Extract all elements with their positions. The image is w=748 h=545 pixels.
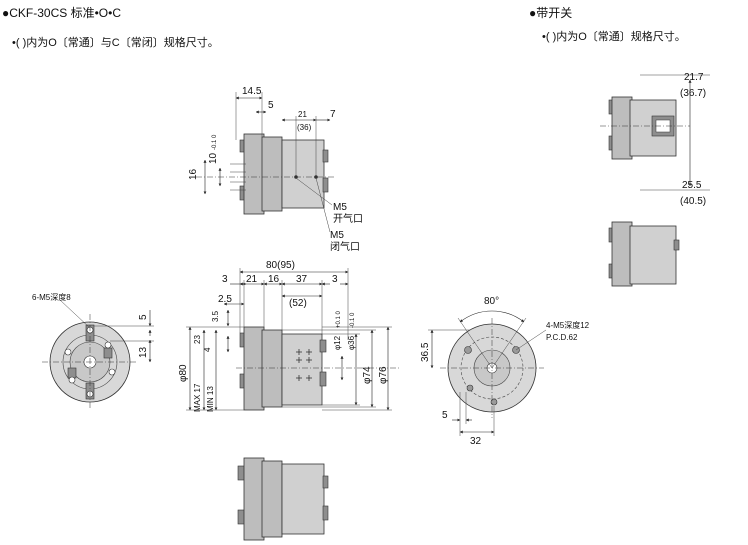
dim-14-5: 14.5 — [242, 86, 262, 97]
dim-3-left: 3 — [222, 274, 228, 285]
bullet-icon: ● — [2, 6, 10, 20]
port-close-size: M5 — [330, 230, 344, 241]
dim-37-front: 37 — [296, 274, 308, 285]
left-section-header: ●CKF-30CS 标准•O•C — [2, 4, 121, 21]
left-section-note: •( )内为O〔常通〕与C〔常闭〕规格尺寸。 — [12, 37, 219, 49]
switch-view-side — [608, 221, 680, 287]
dim-16-front: 16 — [268, 274, 280, 285]
dim-phi36-tol: -0.1 0 — [350, 312, 356, 328]
dim-36-5-right: 36.5 — [420, 342, 431, 362]
dim-5-left: 5 — [138, 314, 149, 320]
switch-view-top — [600, 74, 710, 191]
dim-min-13: MIN 13 — [206, 386, 215, 412]
dim-10-tol: -0.1 0 — [212, 134, 218, 150]
dim-40-5: (40.5) — [680, 196, 706, 207]
dim-23-front: 23 — [193, 335, 202, 344]
dim-phi76: φ76 — [378, 366, 389, 384]
dim-21-front: 21 — [246, 274, 258, 285]
bullet-icon: ● — [529, 6, 537, 20]
left-section-title: CKF-30CS 标准•O•C — [9, 6, 122, 20]
port-open-size: M5 — [333, 202, 347, 213]
dim-3-5-front: 3.5 — [211, 310, 220, 322]
dim-21-top: 21 — [298, 110, 307, 119]
dim-phi12: φ12 — [333, 335, 342, 350]
dim-80-95: 80(95) — [266, 260, 295, 271]
right-hole-label: 4-M5深度12 — [546, 320, 590, 330]
top-view — [196, 92, 336, 233]
right-section-note: •( )内为O〔常通〕规格尺寸。 — [542, 31, 686, 43]
dim-phi12-tol: +0.1 0 — [336, 310, 342, 328]
dim-13-left: 13 — [138, 346, 149, 358]
right-section-header: ●带开关 — [529, 4, 572, 21]
right-section-title: 带开关 — [536, 6, 573, 20]
dim-5-top: 5 — [268, 100, 274, 111]
dim-phi74: φ74 — [362, 366, 373, 384]
dim-phi80: φ80 — [178, 364, 189, 382]
port-close-label: 闭气口 — [330, 240, 360, 253]
dim-16-top: 16 — [188, 168, 199, 180]
right-end-view — [428, 310, 547, 436]
dim-36-7: (36.7) — [680, 88, 706, 99]
right-pcd-label: P.C.D.62 — [546, 333, 578, 342]
port-close-hole — [314, 175, 318, 179]
dim-3-right: 3 — [332, 274, 338, 285]
bottom-view — [237, 457, 329, 541]
right-angle-80: 80° — [484, 296, 499, 307]
dim-2-5-front: 2.5 — [218, 294, 232, 305]
dim-phi36: φ36 — [347, 335, 356, 350]
left-hole-label: 6-M5深度8 — [32, 292, 71, 302]
dim-21-7: 21.7 — [684, 72, 704, 83]
dim-4-front: 4 — [203, 347, 212, 352]
dim-max-17: MAX 17 — [193, 383, 202, 412]
dim-36-top: (36) — [297, 123, 312, 132]
dim-7-top: 7 — [330, 109, 336, 120]
dim-32-right: 32 — [470, 436, 482, 447]
dim-5-right: 5 — [442, 410, 448, 421]
port-open-label: 开气口 — [333, 212, 363, 225]
front-view — [186, 268, 400, 411]
left-end-view — [42, 299, 154, 410]
dim-52-front: (52) — [289, 298, 307, 309]
dim-25-5: 25.5 — [682, 180, 702, 191]
dim-10-top: 10 — [208, 152, 219, 164]
